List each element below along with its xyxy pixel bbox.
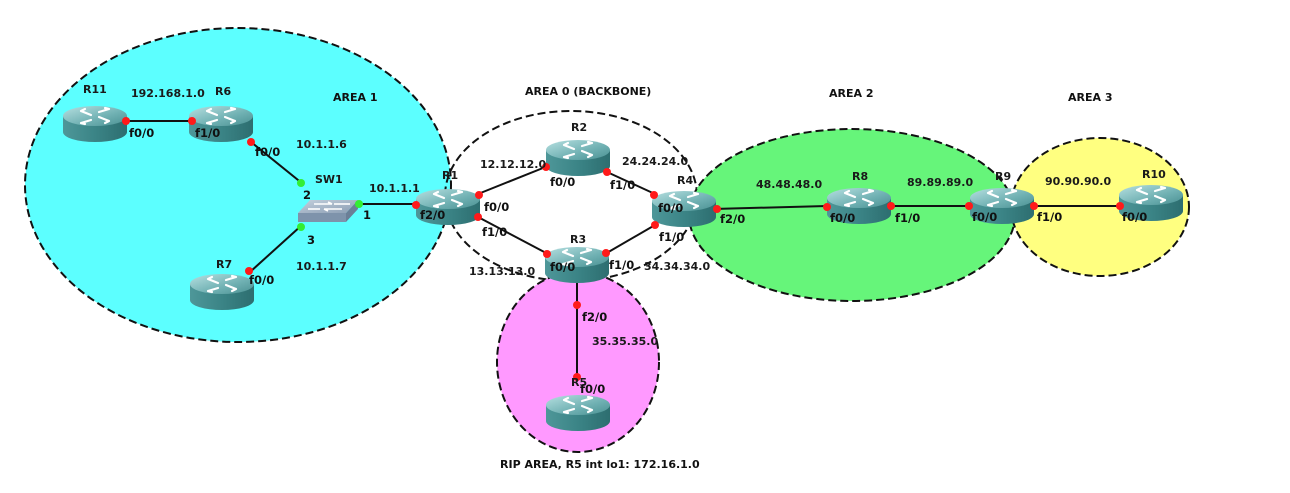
- iface-label-r9-f1-0: f1/0: [1037, 210, 1062, 224]
- port-r7-f0-0[interactable]: [245, 267, 253, 275]
- rip-area-label: RIP AREA, R5 int lo1: 172.16.1.0: [500, 458, 700, 471]
- port-r9-f1-0[interactable]: [1030, 202, 1038, 210]
- port-r6-f0-0[interactable]: [247, 138, 255, 146]
- iface-label-r2-f0-0: f0/0: [550, 175, 575, 189]
- port-r11-f0-0[interactable]: [122, 117, 130, 125]
- switch-sw1[interactable]: [298, 200, 358, 222]
- link-r6-sw1[interactable]: [250, 141, 304, 185]
- iface-label-r6-f0-0: f0/0: [255, 145, 280, 159]
- iface-label-r4-f0-0: f0/0: [658, 201, 683, 215]
- port-r3-f2-0[interactable]: [573, 301, 581, 309]
- iface-label-sw1-2: 2: [303, 188, 311, 202]
- port-r3-f0-0[interactable]: [543, 250, 551, 258]
- link-r7-sw1[interactable]: [249, 224, 303, 273]
- router-r11[interactable]: [61, 104, 129, 144]
- link-r3-r4[interactable]: [604, 224, 656, 255]
- iface-label-r1-f0-0: f0/0: [484, 200, 509, 214]
- port-r8-f1-0[interactable]: [887, 202, 895, 210]
- network-label-90-90-90-0: 90.90.90.0: [1045, 175, 1111, 188]
- device-label-r9: R9: [995, 170, 1011, 183]
- port-r1-f1-0[interactable]: [474, 213, 482, 221]
- device-label-r8: R8: [852, 170, 868, 183]
- port-sw1-2[interactable]: [297, 179, 305, 187]
- iface-label-r7-f0-0: f0/0: [249, 273, 274, 287]
- device-label-r11: R11: [83, 83, 107, 96]
- link-r1-r2[interactable]: [477, 165, 549, 195]
- network-label-10-1-1-7: 10.1.1.7: [296, 260, 347, 273]
- iface-label-r3-f2-0: f2/0: [582, 310, 607, 324]
- area-2-label: AREA 2: [829, 87, 874, 100]
- iface-label-r3-f1-0: f1/0: [609, 258, 634, 272]
- network-label-13-13-13-0: 13.13.13.0: [469, 265, 535, 278]
- network-label-12-12-12-0: 12.12.12.0: [480, 158, 546, 171]
- device-label-sw1: SW1: [315, 173, 343, 186]
- iface-label-r8-f1-0: f1/0: [895, 211, 920, 225]
- network-label-34-34-34-0: 34.34.34.0: [644, 260, 710, 273]
- device-label-r3: R3: [570, 233, 586, 246]
- port-r10-f0-0[interactable]: [1116, 202, 1124, 210]
- network-label-10-1-1-6: 10.1.1.6: [296, 138, 347, 151]
- port-r8-f0-0[interactable]: [823, 203, 831, 211]
- device-label-r7: R7: [216, 258, 232, 271]
- iface-label-r3-f0-0: f0/0: [550, 260, 575, 274]
- iface-label-r6-f1-0: f1/0: [195, 126, 220, 140]
- link-r1-r3[interactable]: [477, 216, 549, 255]
- device-label-r4: R4: [677, 174, 693, 187]
- port-r2-f1-0[interactable]: [603, 168, 611, 176]
- ports: [122, 117, 1124, 381]
- port-r9-f0-0[interactable]: [965, 202, 973, 210]
- router-r2[interactable]: [544, 138, 612, 178]
- port-sw1-3[interactable]: [297, 223, 305, 231]
- area-3-label: AREA 3: [1068, 91, 1113, 104]
- network-label-89-89-89-0: 89.89.89.0: [907, 176, 973, 189]
- area-0-label: AREA 0 (BACKBONE): [525, 85, 651, 98]
- iface-label-r4-f2-0: f2/0: [720, 212, 745, 226]
- network-label-35-35-35-0: 35.35.35.0: [592, 335, 658, 348]
- iface-label-r5-f0-0: f0/0: [580, 382, 605, 396]
- router-r7[interactable]: [188, 272, 256, 312]
- iface-label-r4-f1-0: f1/0: [659, 230, 684, 244]
- area-1-region: [24, 27, 452, 343]
- iface-label-sw1-3: 3: [307, 233, 315, 247]
- network-label-48-48-48-0: 48.48.48.0: [756, 178, 822, 191]
- link-r4-r8[interactable]: [712, 205, 828, 210]
- port-r1-f0-0[interactable]: [475, 191, 483, 199]
- device-label-r5: R5: [571, 376, 587, 389]
- iface-label-r1-f2-0: f2/0: [420, 208, 445, 222]
- iface-label-r9-f0-0: f0/0: [972, 210, 997, 224]
- iface-label-r10-f0-0: f0/0: [1122, 210, 1147, 224]
- port-r6-f1-0[interactable]: [188, 117, 196, 125]
- network-label-10-1-1-1: 10.1.1.1: [369, 182, 420, 195]
- network-label-192-168-1-0: 192.168.1.0: [131, 87, 205, 100]
- port-r5-f0-0[interactable]: [573, 373, 581, 381]
- area-1-label: AREA 1: [333, 91, 378, 104]
- switch-arrows-icon: [308, 201, 350, 212]
- port-r4-f1-0[interactable]: [651, 221, 659, 229]
- device-label-r10: R10: [1142, 168, 1166, 181]
- device-label-r1: R1: [442, 169, 458, 182]
- device-label-r2: R2: [571, 121, 587, 134]
- port-r4-f0-0[interactable]: [650, 191, 658, 199]
- iface-label-r2-f1-0: f1/0: [610, 178, 635, 192]
- iface-label-r1-f1-0: f1/0: [482, 225, 507, 239]
- iface-label-r8-f0-0: f0/0: [830, 211, 855, 225]
- port-r2-f0-0[interactable]: [542, 163, 550, 171]
- port-r1-f2-0[interactable]: [412, 201, 420, 209]
- iface-label-sw1-1: 1: [363, 208, 371, 222]
- iface-label-r11-f0-0: f0/0: [129, 126, 154, 140]
- port-r3-f1-0[interactable]: [602, 249, 610, 257]
- network-label-24-24-24-0: 24.24.24.0: [622, 155, 688, 168]
- port-sw1-1[interactable]: [355, 200, 363, 208]
- port-r4-f2-0[interactable]: [713, 205, 721, 213]
- link-r2-r4[interactable]: [606, 171, 656, 195]
- router-r5[interactable]: [544, 393, 612, 433]
- links: [126, 120, 1120, 380]
- device-label-r6: R6: [215, 85, 231, 98]
